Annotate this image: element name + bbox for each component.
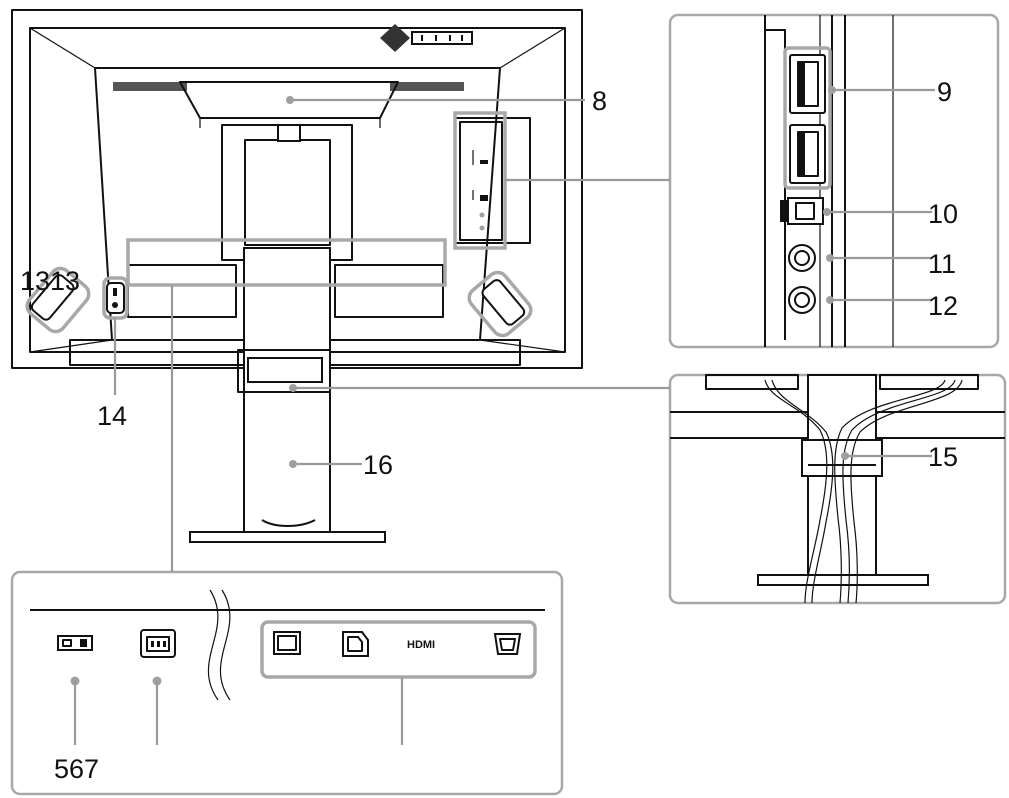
d-sub-icon xyxy=(493,633,522,655)
eizo-logo-icon xyxy=(380,24,473,52)
usb-downstream-icon xyxy=(789,54,826,184)
callout-labels: 8 9 10 11 12 1313 14 15 16 567 xyxy=(20,77,958,784)
displayport-icon xyxy=(342,631,369,657)
callout-13: 1313 xyxy=(20,266,80,296)
usb-upstream-icon xyxy=(780,197,824,225)
side-port-highlight xyxy=(453,111,507,250)
hdmi-icon: HDMI xyxy=(407,639,435,651)
callout-16: 16 xyxy=(363,450,393,480)
input-panel-highlight xyxy=(126,238,447,287)
security-slot xyxy=(106,282,125,314)
top-vents xyxy=(113,82,464,91)
callout-9: 9 xyxy=(937,77,952,107)
leader-lines xyxy=(113,88,935,572)
callout-567: 567 xyxy=(54,754,99,784)
side-grips xyxy=(30,274,526,326)
side-ports-detail xyxy=(668,13,1000,349)
monitor-rear-view xyxy=(11,9,583,369)
cable-holder-detail xyxy=(668,373,1007,605)
hdmi-label: HDMI xyxy=(407,639,435,651)
callout-10: 10 xyxy=(928,199,958,229)
callout-15: 15 xyxy=(928,442,958,472)
callout-14: 14 xyxy=(97,401,127,431)
dvi-connector-icon xyxy=(273,631,301,655)
power-connector-icon xyxy=(140,629,176,658)
stand xyxy=(189,247,386,543)
input-connectors-detail: HDMI xyxy=(10,570,564,796)
callout-12: 12 xyxy=(928,291,958,321)
callout-8: 8 xyxy=(592,86,607,116)
power-switch-icon xyxy=(57,635,93,651)
headphone-icon xyxy=(788,244,816,314)
callout-11: 11 xyxy=(928,249,956,279)
